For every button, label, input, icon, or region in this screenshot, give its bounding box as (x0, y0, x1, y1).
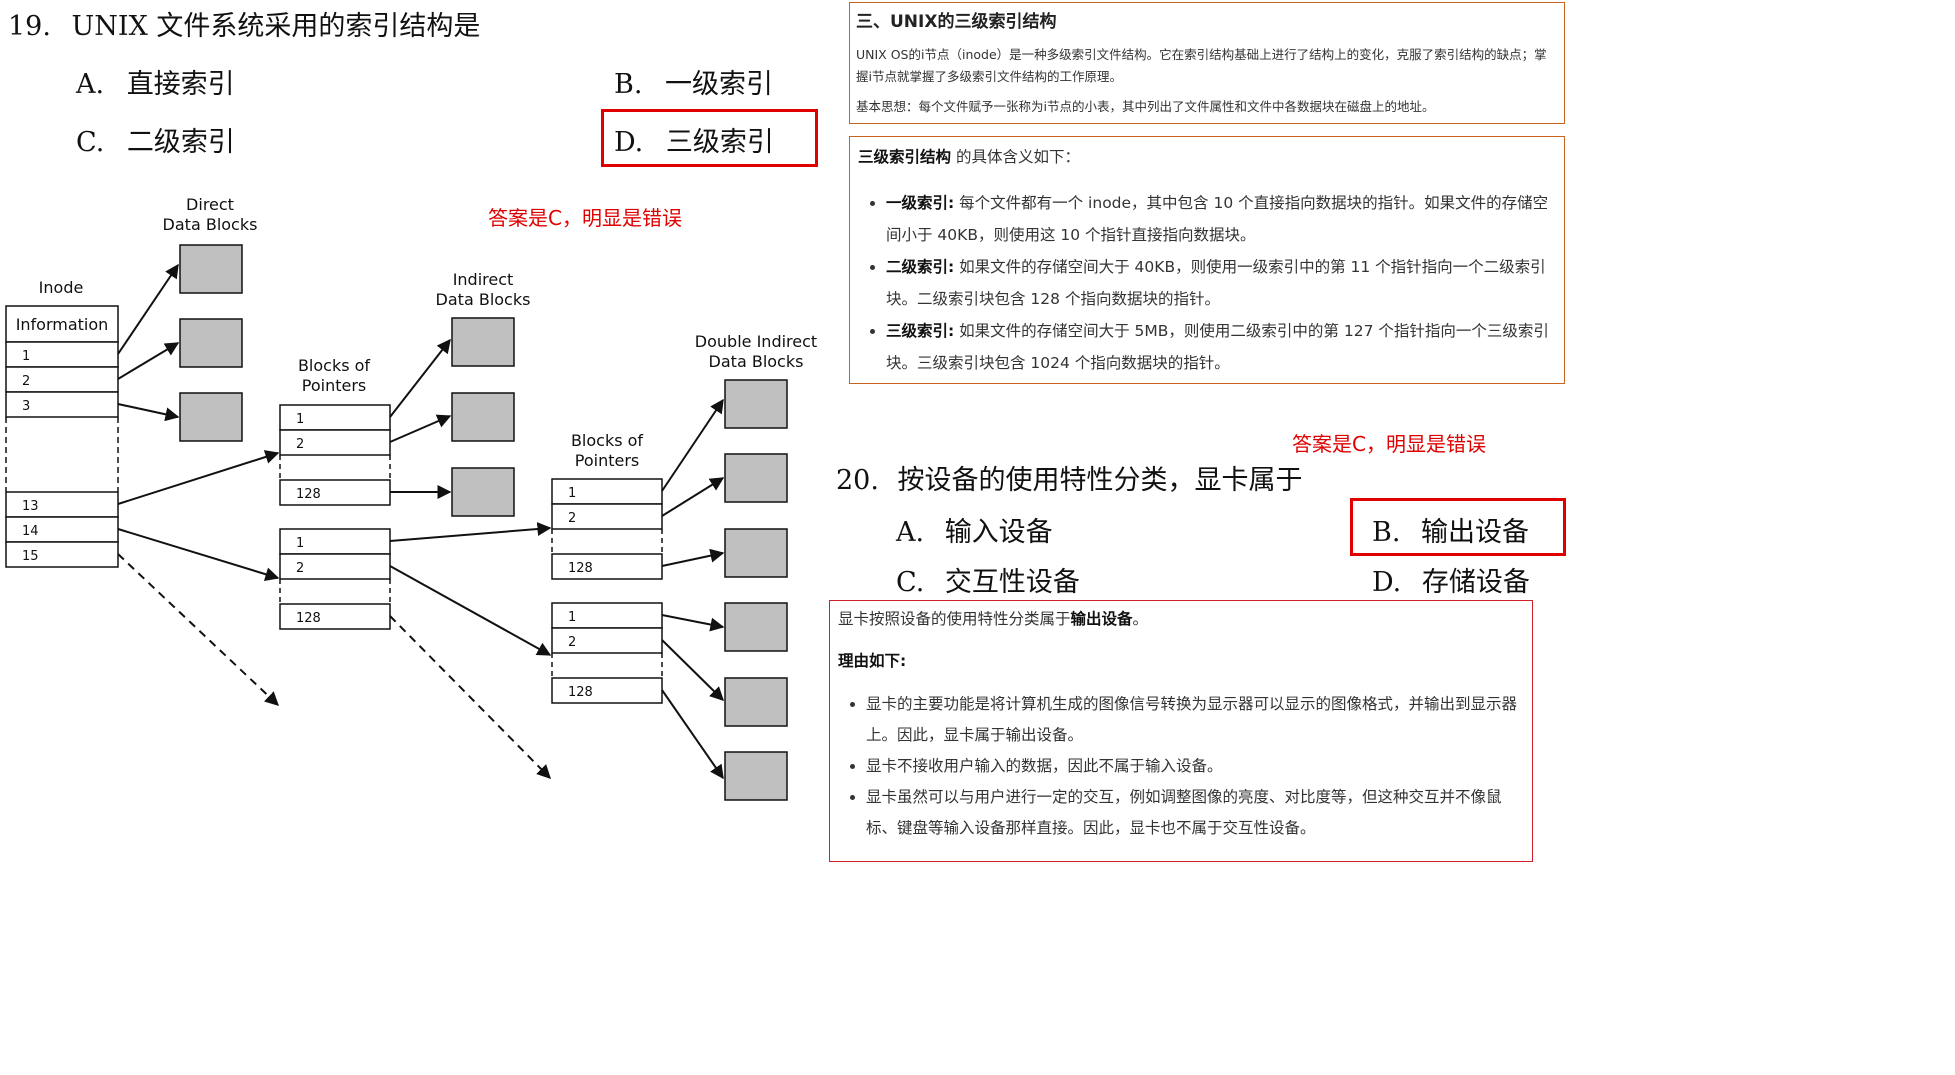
option-b: B. 一级索引 (614, 69, 774, 100)
option-a-20: A. 输入设备 (896, 517, 1053, 548)
pointer-block-b: 1 2 128 (279, 528, 391, 630)
direct-label-2: Data Blocks (163, 215, 258, 234)
panel-paragraph-2: 基本思想：每个文件赋予一张称为i节点的小表，其中列出了文件属性和文件中各数据块在… (856, 99, 1435, 114)
inode-information: Information (16, 315, 109, 334)
option-d-20: D. 存储设备 (1372, 567, 1530, 598)
direct-block-1 (179, 244, 243, 294)
highlighted-answer-box-20 (1350, 498, 1566, 556)
svg-text:2: 2 (568, 511, 576, 526)
blocks-of-pointers-label-1b: Pointers (302, 376, 366, 395)
double-block-2 (724, 453, 788, 503)
svg-text:2: 2 (568, 635, 576, 650)
question-text: 按设备的使用特性分类，显卡属于 (897, 465, 1303, 496)
double-indirect-label-2: Data Blocks (709, 352, 804, 371)
index-level-list: 一级索引: 每个文件都有一个 inode，其中包含 10 个直接指向数据块的指针… (858, 187, 1556, 379)
inode-row-3: 3 (22, 399, 30, 414)
question-20-stem: 20. 按设备的使用特性分类，显卡属于 (836, 458, 1303, 497)
option-d: D. 三级索引 (614, 127, 774, 158)
svg-text:128: 128 (568, 685, 593, 700)
list-item: 二级索引: 如果文件的存储空间大于 40KB，则使用一级索引中的第 11 个指针… (886, 251, 1556, 315)
svg-text:128: 128 (568, 561, 593, 576)
pointer-arrows (117, 263, 725, 780)
question-number: 19. (8, 11, 51, 42)
option-a: A. 直接索引 (76, 69, 235, 100)
error-annotation-19: 答案是C，明显是错误 (488, 206, 682, 230)
svg-text:2: 2 (296, 561, 304, 576)
question-number: 20. (836, 465, 879, 496)
double-block-5 (724, 677, 788, 727)
panel-title: 三、UNIX的三级索引结构 (856, 12, 1057, 32)
svg-text:1: 1 (568, 610, 576, 625)
list-item: 显卡不接收用户输入的数据，因此不属于输入设备。 (866, 751, 1524, 782)
inode-row-2: 2 (22, 374, 30, 389)
error-annotation-20: 答案是C，明显是错误 (1292, 432, 1486, 456)
indirect-block-2 (451, 392, 515, 442)
panel3-reason-title: 理由如下: (838, 652, 907, 670)
inode-index-diagram: Direct Data Blocks Inode Indirect Data B… (5, 195, 817, 801)
pointer-block-a: 1 2 128 (279, 404, 391, 506)
double-block-6 (724, 751, 788, 801)
direct-block-2 (179, 318, 243, 368)
pointer-block-d: 1 2 128 (551, 602, 663, 704)
indirect-label-2: Data Blocks (436, 290, 531, 309)
indirect-block-3 (451, 467, 515, 517)
option-c: C. 二级索引 (76, 127, 235, 158)
double-indirect-label-1: Double Indirect (695, 332, 817, 351)
inode-row-1: 1 (22, 349, 30, 364)
question-19-stem: 19. UNIX 文件系统采用的索引结构是 (8, 4, 480, 43)
panel3-line1: 显卡按照设备的使用特性分类属于输出设备。 (838, 610, 1149, 628)
three-level-index-panel: 三级索引结构 的具体含义如下： 一级索引: 每个文件都有一个 inode，其中包… (849, 136, 1565, 384)
pointer-block-c: 1 2 128 (551, 478, 663, 580)
double-block-3 (724, 528, 788, 578)
unix-index-intro-panel: 三、UNIX的三级索引结构 UNIX OS的i节点（inode）是一种多级索引文… (849, 2, 1565, 124)
inode-table: Information 1 2 3 13 14 15 (5, 305, 119, 568)
inode-row-14: 14 (22, 524, 39, 539)
list-item: 三级索引: 如果文件的存储空间大于 5MB，则使用二级索引中的第 127 个指针… (886, 315, 1556, 379)
list-item: 显卡的主要功能是将计算机生成的图像信号转换为显示器可以显示的图像格式，并输出到显… (866, 689, 1524, 751)
blocks-of-pointers-label-2a: Blocks of (571, 431, 643, 450)
indirect-label-1: Indirect (453, 270, 514, 289)
svg-text:1: 1 (568, 486, 576, 501)
svg-text:128: 128 (296, 611, 321, 626)
list-item: 显卡虽然可以与用户进行一定的交互，例如调整图像的亮度、对比度等，但这种交互并不像… (866, 782, 1524, 844)
option-b-20: B. 输出设备 (1372, 517, 1530, 548)
svg-text:1: 1 (296, 412, 304, 427)
option-c-20: C. 交互性设备 (896, 567, 1080, 598)
list-item: 一级索引: 每个文件都有一个 inode，其中包含 10 个直接指向数据块的指针… (886, 187, 1556, 251)
blocks-of-pointers-label-1a: Blocks of (298, 356, 370, 375)
indirect-block-1 (451, 317, 515, 367)
panel2-intro: 三级索引结构 的具体含义如下： (858, 148, 1080, 166)
svg-text:2: 2 (296, 437, 304, 452)
svg-text:1: 1 (296, 536, 304, 551)
double-block-4 (724, 602, 788, 652)
question-text: UNIX 文件系统采用的索引结构是 (71, 11, 481, 42)
svg-text:128: 128 (296, 487, 321, 502)
panel-paragraph-1: UNIX OS的i节点（inode）是一种多级索引文件结构。它在索引结构基础上进… (856, 47, 1547, 84)
direct-label-1: Direct (186, 195, 234, 214)
highlighted-answer-box (601, 109, 818, 167)
double-block-1 (724, 379, 788, 429)
inode-row-13: 13 (22, 499, 39, 514)
reason-list: 显卡的主要功能是将计算机生成的图像信号转换为显示器可以显示的图像格式，并输出到显… (838, 689, 1524, 844)
blocks-of-pointers-label-2b: Pointers (575, 451, 639, 470)
graphics-card-explanation-panel: 显卡按照设备的使用特性分类属于输出设备。 理由如下: 显卡的主要功能是将计算机生… (829, 600, 1533, 862)
inode-label: Inode (39, 278, 84, 297)
direct-block-3 (179, 392, 243, 442)
inode-row-15: 15 (22, 549, 39, 564)
